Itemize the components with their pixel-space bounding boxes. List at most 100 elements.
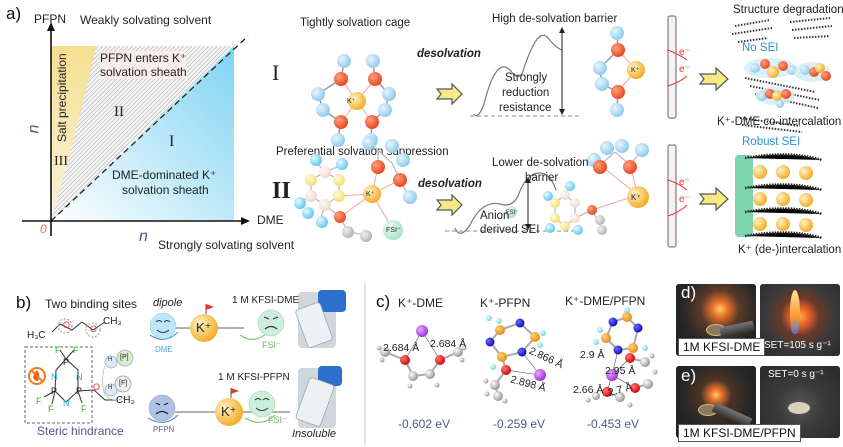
row-II-electron-2: e⁻ [679, 194, 690, 205]
fsi-angry-face-icon [257, 309, 285, 337]
dme-oxygen-1: O [63, 320, 71, 330]
dme-k-cation-icon [190, 314, 218, 342]
panel-a-label: a) [6, 4, 22, 23]
x-axis-label: DME [257, 213, 284, 227]
panel-e-label: e) [681, 366, 697, 385]
origin-label: 0 [40, 222, 47, 236]
complex-2-energy: -0.259 eV [493, 417, 546, 431]
panel-d-set-value: SET=105 s g⁻¹ [764, 340, 831, 351]
row-II-desolvated-fragment [543, 139, 649, 235]
no-flame-icon [28, 367, 46, 385]
phase-diagram [22, 22, 250, 236]
region-I-numeral: I [169, 133, 175, 150]
x-axis-description: Strongly solvating solvent [158, 238, 295, 252]
row-I-cage-cation: K⁺ [347, 98, 356, 105]
row-I-outcome-arrow-icon [698, 66, 729, 92]
complex-1-distance-2: 2.684 Å [430, 338, 467, 350]
dme-formula-left: H₃C [27, 330, 46, 341]
fsi-happy-face-icon [248, 390, 276, 418]
row-II-electrode [667, 144, 677, 248]
panel-c-label: c) [376, 292, 391, 311]
row-I-barrier-note-line3: resistance [499, 102, 552, 114]
k-pfpn-structure [483, 315, 546, 404]
row-I-desolvation-label: desolvation [417, 48, 481, 60]
pfpn-f1: F [55, 345, 61, 355]
coin-cell-icon [788, 402, 810, 414]
x-axis-arrow-icon [241, 217, 250, 225]
row-II-desolvation-arrow-icon [435, 193, 463, 217]
row-I-cage-title: Tightly solvation cage [300, 17, 411, 29]
row-II-intercalated-cations [753, 165, 813, 232]
row-II-outcome-arrow-icon [698, 186, 729, 212]
region-III-fill [51, 46, 96, 221]
y-axis-description: Weakly solvating solvent [80, 13, 212, 27]
complex-3-distance-2: 2.95 Å [605, 365, 636, 377]
row-II-anion-note-line2: derived SEI [480, 224, 540, 236]
interaction-bubbles [102, 349, 134, 401]
y-axis-arrow-icon [47, 22, 55, 31]
row-II-energy-anion: FSI⁻ [506, 210, 519, 216]
panel-d-label: d) [681, 283, 697, 302]
pfpn-n1: N [51, 372, 58, 382]
panel-b-label: b) [16, 293, 32, 312]
bottom-solution-label: 1 M KFSI-PFPN [218, 372, 290, 383]
row-I-desolvated-fragment [593, 26, 645, 117]
panel-e-caption: 1M KFSI-DME/PFPN [678, 424, 801, 442]
row-II-fragment-cation: K⁺ [631, 193, 641, 202]
pfpn-n3: N [63, 398, 70, 408]
flag-icon [206, 304, 214, 310]
pfpn-f5: F [81, 404, 87, 414]
steric-hindrance-box [24, 346, 93, 424]
row-I-sei-label: No SEI [742, 42, 779, 54]
row-I-electron-arrow-out-icon [667, 49, 688, 61]
row-I-degraded-graphite [731, 17, 833, 133]
row-I-electron-arrow-in-icon [667, 75, 688, 87]
x-n-label: n [139, 228, 148, 245]
complex-3-name: K⁺-DME/PFPN [565, 294, 646, 308]
dme-k-cation-label: K⁺ [196, 320, 212, 335]
panel-d-burning-photo [760, 284, 840, 356]
row-I-barrier-note-line1: Strongly [505, 72, 548, 84]
lighter-icon [719, 320, 755, 338]
pfpn-k-cation-icon [215, 398, 243, 426]
panel-e-set-value: SET=0 s g⁻¹ [768, 369, 824, 380]
complex-1-name: K⁺-DME [398, 296, 443, 310]
flag-icon [231, 388, 239, 394]
region-III-numeral: III [54, 154, 68, 169]
pfpn-k-cation-label: K⁺ [221, 404, 237, 419]
row-II-outcome-caption: K⁺ (de-)intercalation [738, 244, 842, 256]
pfpn-fsi-label: FSI⁻ [268, 415, 287, 425]
row-II-solvation-structure [294, 136, 417, 242]
row-II-barrier-title-line1: Lower de-solvation [492, 157, 589, 169]
row-II-cage-cation: K⁺ [366, 191, 375, 198]
row-II-electron-arrow-in-icon [667, 204, 688, 217]
row-II-anion-note-line1: Anion [480, 210, 510, 222]
row-I-outcome-caption: K⁺-DME co-intercalation [717, 116, 842, 128]
complex-3-distance-3: 2.66 Å [573, 384, 604, 396]
y-axis-label: PFPN [34, 12, 67, 26]
insoluble-label: Insoluble [292, 428, 337, 440]
dme-interaction-chain [149, 304, 285, 342]
pfpn-f2: F [73, 345, 79, 355]
region-II-numeral: II [114, 104, 124, 120]
pfpn-f3: F [36, 396, 42, 406]
pfpn-skeleton [43, 349, 118, 405]
row-I-electrode [667, 15, 677, 119]
pfpn-oxygen: O [93, 382, 101, 392]
row-I-fragment-cation: K⁺ [631, 67, 640, 74]
complex-1-energy: -0.602 eV [398, 417, 451, 431]
complex-2-name: K⁺-PFPN [480, 296, 531, 310]
pfpn-f4: F [48, 404, 54, 414]
dipole-label: dipole [153, 297, 183, 309]
row-I-outcome-title: Structure degradation [733, 4, 843, 16]
p-tag: [P] [120, 354, 129, 361]
h-tag-2: H [108, 385, 113, 391]
vial-pfpn-photo [295, 366, 342, 428]
steric-hindrance-label: Steric hindrance [37, 424, 124, 438]
pfpn-name-label: PFPN [153, 425, 175, 434]
complex-3-distance-1: 2.9 Å [580, 349, 605, 361]
row-II-electron-arrow-out-icon [667, 179, 688, 191]
complex-3-energy: -0.453 eV [587, 417, 640, 431]
top-solution-label: 1 M KFSI-DME [232, 295, 300, 306]
